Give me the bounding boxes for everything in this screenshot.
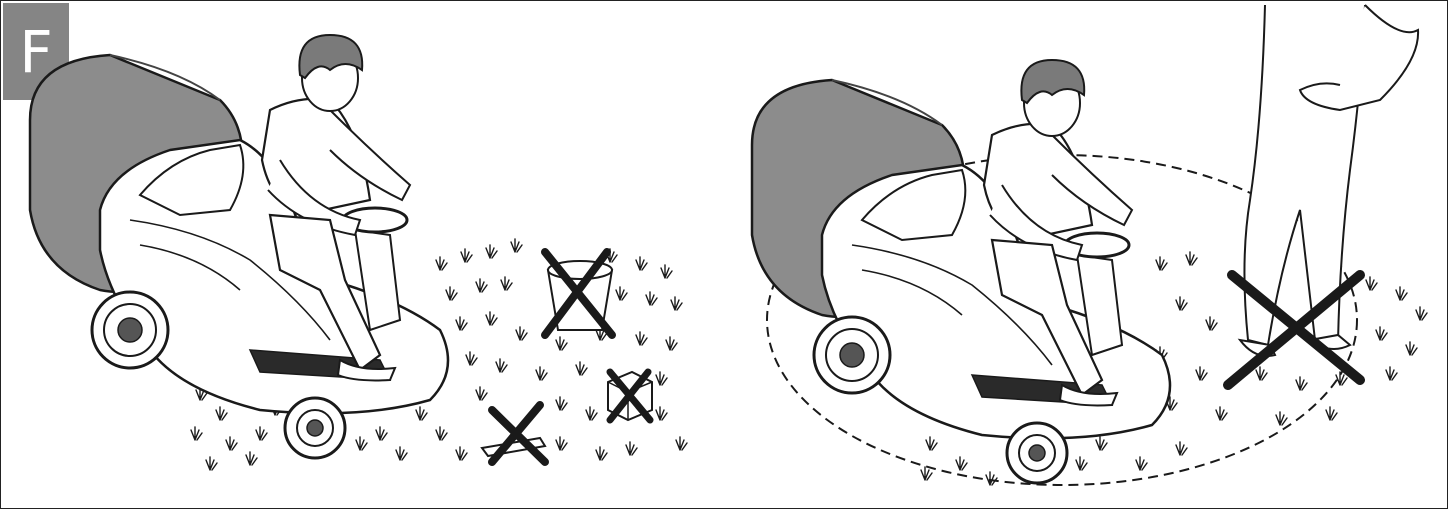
left-panel: [30, 35, 687, 470]
riding-mower-right: [752, 60, 1170, 483]
prohibition-cross-icon: [492, 405, 545, 462]
right-panel: [752, 5, 1427, 485]
riding-mower-left: [30, 35, 448, 458]
